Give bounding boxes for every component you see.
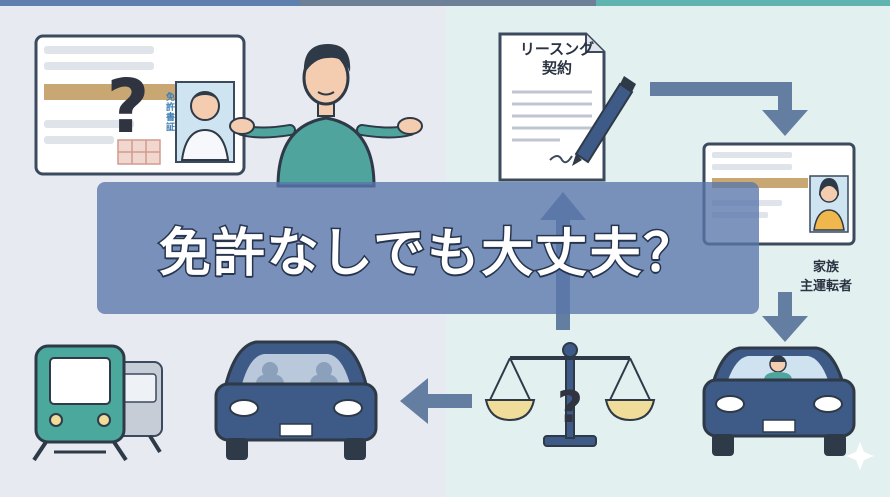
family-label-line1: 家族 bbox=[812, 260, 839, 275]
car-right-icon bbox=[702, 346, 856, 456]
shrugging-person-icon bbox=[229, 44, 423, 188]
stamp-grid bbox=[117, 139, 161, 165]
car-left-icon bbox=[214, 340, 378, 460]
lease-label-line2: 契約 bbox=[541, 59, 572, 77]
scale-question-mark-icon: ? bbox=[557, 382, 583, 433]
family-label-line2: 主運転者 bbox=[799, 279, 852, 294]
family-driver-label: 家族 主運転者 bbox=[790, 258, 862, 296]
person-photo-icon bbox=[175, 81, 235, 163]
train-icon bbox=[32, 344, 163, 462]
arrow-down-icon bbox=[762, 292, 808, 342]
lease-label-line1: リースング bbox=[519, 40, 595, 58]
license-card-left: ? bbox=[34, 34, 246, 176]
license-vertical-text: 免許書証 bbox=[164, 92, 174, 132]
top-accent-bar-middle bbox=[300, 0, 596, 6]
balance-scale-icon: ? bbox=[484, 342, 656, 447]
arrow-right-down-icon bbox=[650, 82, 808, 136]
woman-photo-icon bbox=[809, 175, 849, 233]
pen-icon bbox=[572, 76, 636, 166]
arrow-left-icon bbox=[400, 378, 472, 424]
title-banner: 免許なしでも大丈夫？ bbox=[97, 182, 759, 314]
sparkle-icon bbox=[846, 442, 874, 470]
lease-contract-label: リースング 契約 bbox=[512, 40, 602, 78]
top-accent-bar-left bbox=[0, 0, 300, 6]
top-accent-bar-right bbox=[596, 0, 890, 6]
question-mark-icon: ? bbox=[107, 64, 150, 150]
banner-title: 免許なしでも大丈夫？ bbox=[157, 222, 698, 285]
